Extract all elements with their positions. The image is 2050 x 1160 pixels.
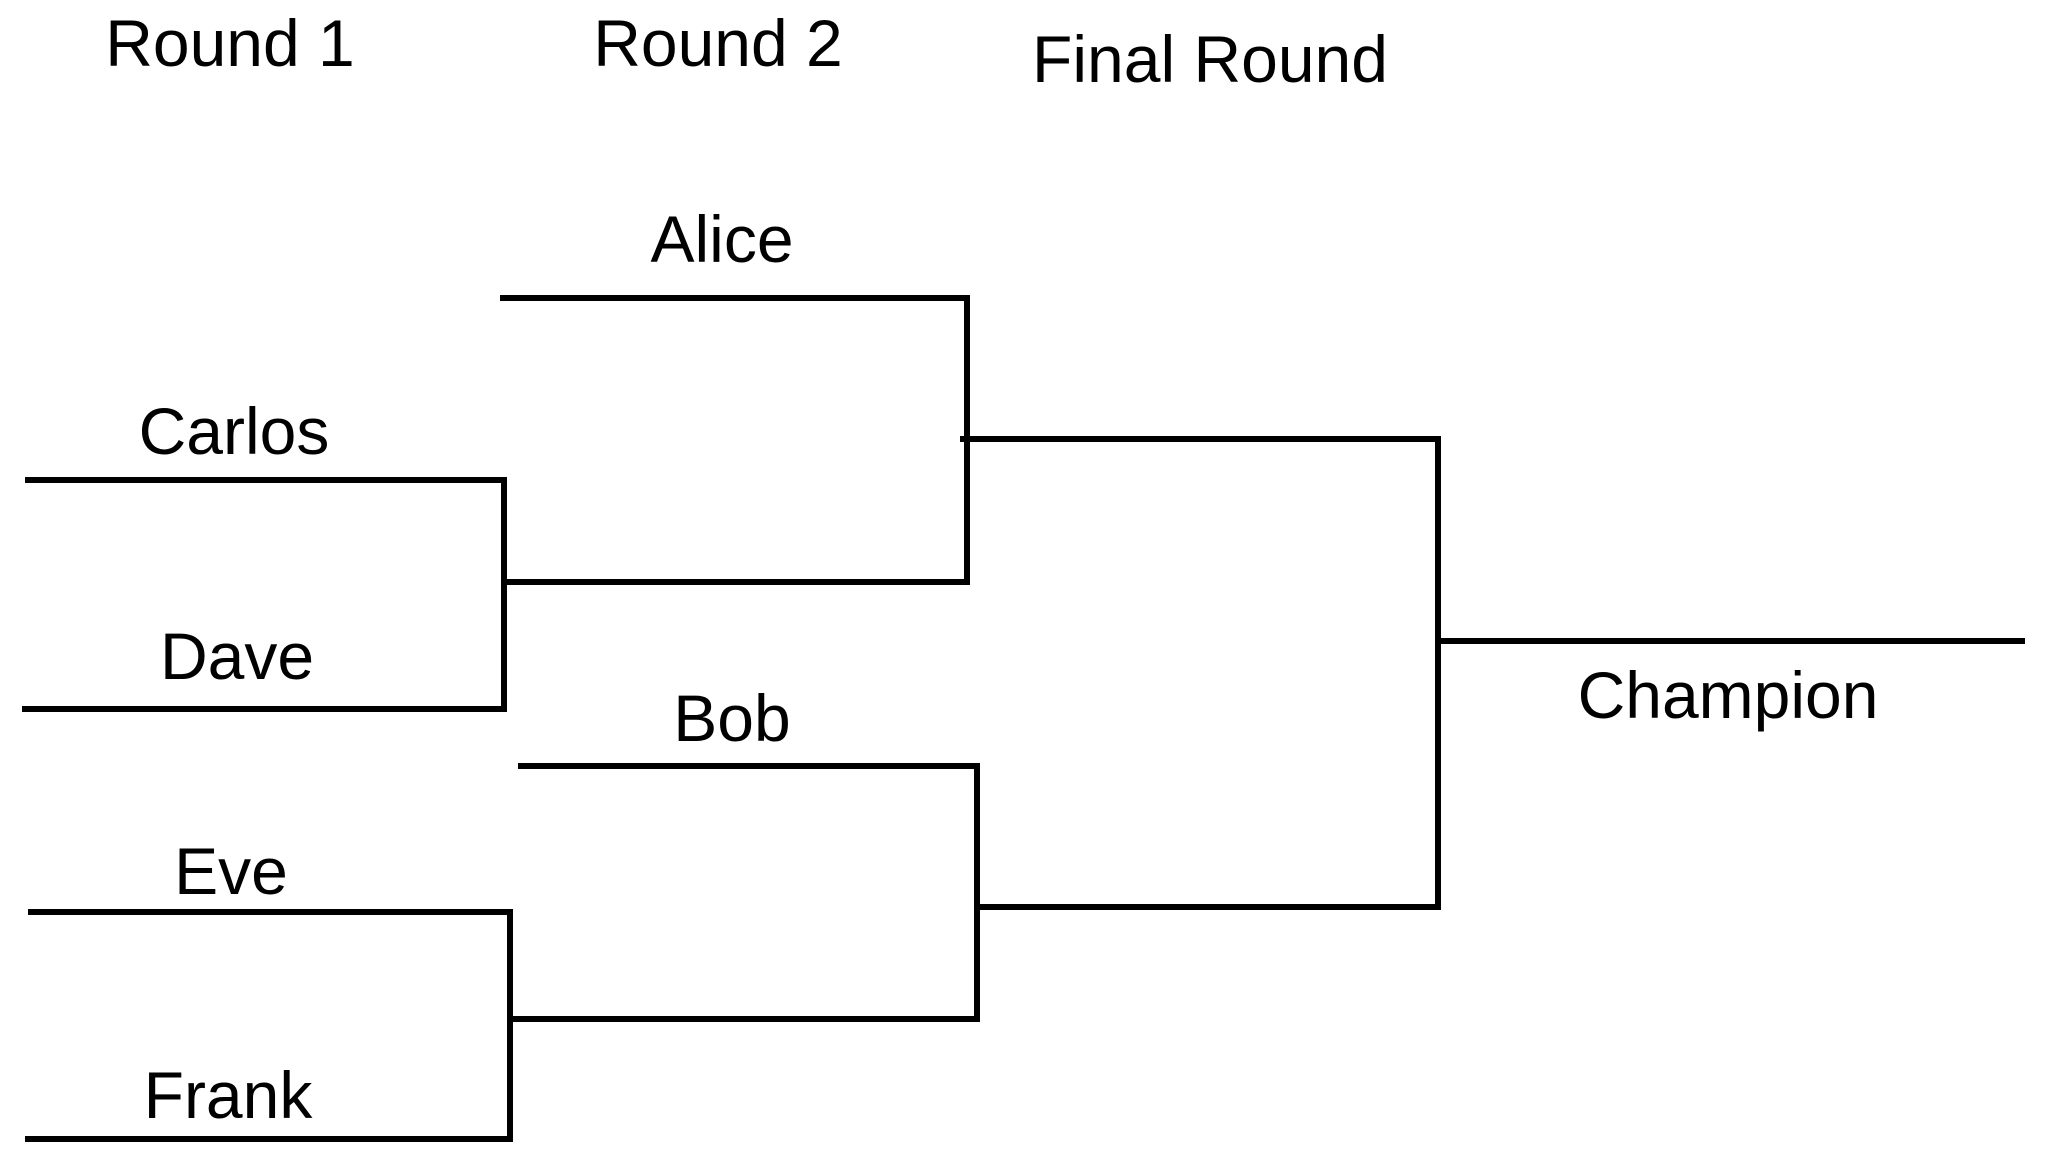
line-lower-finalist (974, 904, 1441, 910)
line-bob (518, 763, 980, 769)
line-alice (500, 295, 970, 301)
player-carlos: Carlos (138, 394, 330, 468)
line-eve-frank-winner (507, 1016, 980, 1022)
connector-carlos-dave (501, 477, 507, 712)
line-dave (22, 706, 507, 712)
connector-lower-semifinal (974, 763, 980, 1022)
header-round-1: Round 1 (105, 6, 355, 80)
line-eve (28, 909, 513, 915)
line-carlos (25, 477, 507, 483)
header-final-round: Final Round (1032, 22, 1388, 96)
line-upper-finalist (960, 436, 1441, 442)
connector-final (1435, 436, 1441, 910)
line-frank (25, 1136, 513, 1142)
player-frank: Frank (143, 1058, 313, 1132)
line-carlos-dave-winner (501, 579, 970, 585)
line-champion (1435, 638, 2025, 644)
champion-label: Champion (1577, 658, 1879, 732)
player-bob: Bob (673, 681, 791, 755)
player-dave: Dave (159, 619, 315, 693)
player-alice: Alice (650, 202, 794, 276)
player-eve: Eve (174, 834, 288, 908)
header-round-2: Round 2 (593, 6, 843, 80)
connector-eve-frank (507, 909, 513, 1142)
